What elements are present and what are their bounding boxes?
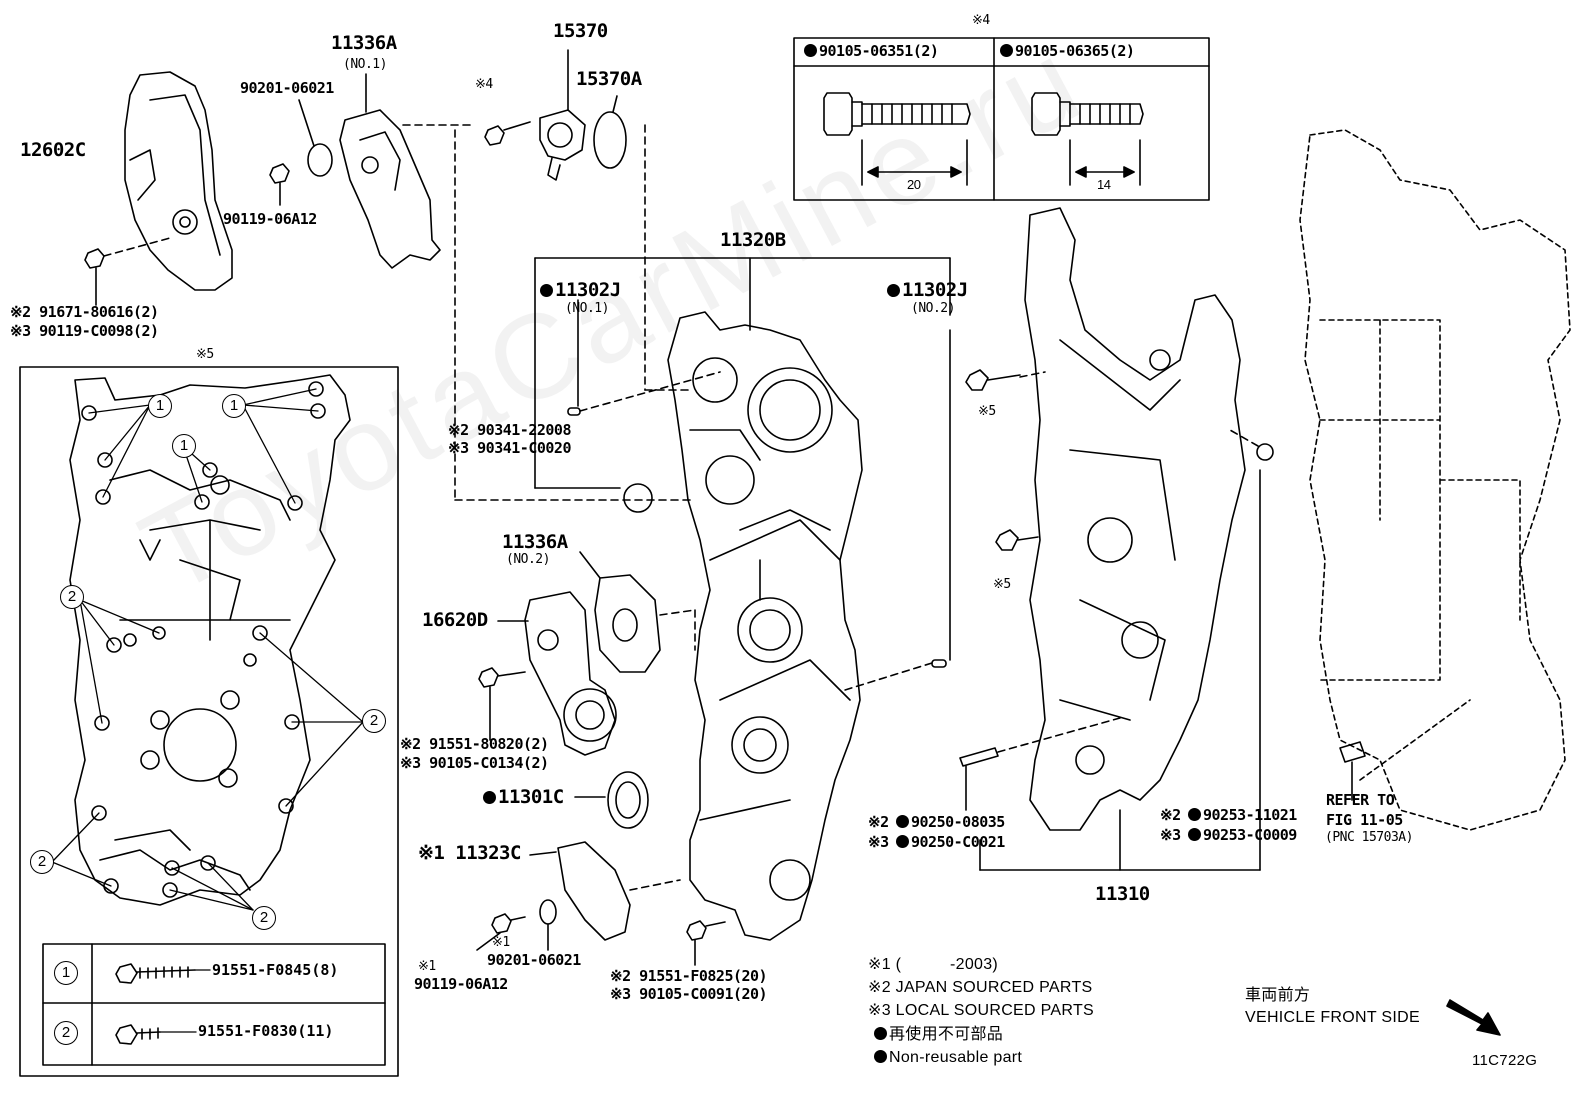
part-16620d-tensioner xyxy=(497,591,617,756)
legend-nonreuse-en: Non-reusable part xyxy=(874,1050,1022,1066)
label-note5-a: ※5 xyxy=(978,404,996,419)
label-90119-c0098: ※3 90119-C0098(2) xyxy=(10,322,159,340)
callout-1-a: 1 xyxy=(148,394,172,418)
label-90250-08035-note: ※2 xyxy=(868,813,889,831)
legend-note1-text: -2003) xyxy=(950,956,999,973)
label-11336a-no2: 11336A xyxy=(502,531,568,553)
bolt-box-note: ※4 xyxy=(972,13,990,28)
label-11302j-no1: 11302J xyxy=(540,281,621,300)
diagram-code: 11C722G xyxy=(1472,1052,1538,1069)
label-91551-f0825: ※2 91551-F0825(20) xyxy=(610,967,768,985)
label-11302j-no2: 11302J xyxy=(887,281,968,300)
pin-90250 xyxy=(959,747,999,767)
bolt-note4 xyxy=(484,125,505,146)
label-91551-80820: ※2 91551-80820(2) xyxy=(400,735,549,753)
legend-note3: ※3 LOCAL SOURCED PARTS xyxy=(868,1002,1094,1019)
table-marker-1: 1 xyxy=(54,961,78,985)
callout-2-c: 2 xyxy=(30,850,54,874)
detail-box-note: ※5 xyxy=(196,347,214,362)
label-90253-c0009: 90253-C0009 xyxy=(1188,828,1297,843)
label-15370: 15370 xyxy=(553,20,608,42)
legend-note1-mark: ※1 ( xyxy=(868,956,902,973)
label-90201-bot-note: ※1 xyxy=(492,935,510,950)
front-label-jp: 車両前方 xyxy=(1245,987,1311,1004)
label-90250-c0021-note: ※3 xyxy=(868,833,889,851)
part-12602c-cover xyxy=(124,71,233,291)
table-part-2: 91551-F0830(11) xyxy=(198,1022,334,1040)
label-90119-06a12-bot: 90119-06A12 xyxy=(414,975,508,993)
engine-block-outline xyxy=(1299,129,1571,831)
bolt-box-right-length: 14 xyxy=(1097,177,1111,192)
label-90341-c0020: ※3 90341-C0020 xyxy=(448,439,571,457)
label-pnc-15703a: (PNC 15703A) xyxy=(1325,830,1413,845)
label-11302j-no2-sub: (NO.2) xyxy=(911,301,955,316)
label-90253-11021: 90253-11021 xyxy=(1188,808,1297,823)
part-11301c-oil-seal xyxy=(574,771,649,829)
part-11336a-no1 xyxy=(339,73,441,269)
label-90119-06a12-top: 90119-06A12 xyxy=(223,210,317,228)
label-15370a: 15370A xyxy=(576,68,642,90)
label-90201-06021-bot: 90201-06021 xyxy=(487,951,581,969)
label-note5-b: ※5 xyxy=(993,577,1011,592)
label-refer-to: REFER TO xyxy=(1326,791,1395,809)
callout-2-a: 2 xyxy=(60,585,84,609)
bolt-91551-80820 xyxy=(478,667,499,688)
pin-90253 xyxy=(1256,443,1274,461)
label-90105-c0091: ※3 90105-C0091(20) xyxy=(610,985,768,1003)
bolt-note5-b xyxy=(995,529,1019,551)
plug-11302j-no1 xyxy=(623,483,653,513)
label-11310: 11310 xyxy=(1095,883,1150,905)
label-11320b: 11320B xyxy=(720,229,786,251)
bolt-box-left-length: 20 xyxy=(907,177,921,192)
bolt-length-box xyxy=(793,37,1210,201)
front-label-en: VEHICLE FRONT SIDE xyxy=(1245,1009,1420,1026)
label-11302j-no1-sub: (NO.1) xyxy=(565,301,609,316)
label-90105-c0134: ※3 90105-C0134(2) xyxy=(400,754,549,772)
part-11336a-no2 xyxy=(579,551,661,673)
part-11310-plate xyxy=(979,207,1261,871)
callout-1-c: 1 xyxy=(172,434,196,458)
small-bolts-left xyxy=(84,163,290,306)
label-11336a-no2-sub: (NO.2) xyxy=(506,552,550,567)
label-90250-08035: 90250-08035 xyxy=(896,815,1005,830)
callout-2-b: 2 xyxy=(362,709,386,733)
label-90201-06021-top: 90201-06021 xyxy=(240,79,334,97)
callout-2-d: 2 xyxy=(252,906,276,930)
table-marker-2: 2 xyxy=(54,1021,78,1045)
label-note4-bolt: ※4 xyxy=(475,77,493,92)
pin-11302j-no2 xyxy=(931,659,947,668)
label-16620d: 16620D xyxy=(422,609,488,631)
label-11336a-no1: 11336A xyxy=(331,32,397,54)
part-15370-sensor xyxy=(539,49,627,181)
detail-box xyxy=(19,366,399,1077)
bolt-note5-a xyxy=(965,369,989,391)
legend-nonreuse-jp: 再使用不可部品 xyxy=(874,1027,1003,1043)
callout-1-b: 1 xyxy=(222,394,246,418)
label-90253-c0009-note: ※3 xyxy=(1160,826,1181,844)
label-90341-22008: ※2 90341-22008 xyxy=(448,421,571,439)
table-part-1: 91551-F0845(8) xyxy=(212,961,339,979)
label-11323c: ※1 11323C xyxy=(418,842,521,864)
plug-90341 xyxy=(567,407,581,416)
label-11301c: 11301C xyxy=(483,788,564,807)
bolt-90119-bot xyxy=(491,913,512,934)
washer-90201-top xyxy=(307,143,333,177)
part-11320b-timing-cover xyxy=(534,257,951,941)
part-11323c xyxy=(529,841,681,941)
label-12602c: 12602C xyxy=(20,139,86,161)
label-90253-11021-note: ※2 xyxy=(1160,806,1181,824)
front-arrow-icon xyxy=(1446,999,1501,1036)
legend-note2: ※2 JAPAN SOURCED PARTS xyxy=(868,979,1093,996)
bolt-box-right-part: 90105-06365(2) xyxy=(1000,44,1135,59)
label-90119-bot-note: ※1 xyxy=(418,959,436,974)
washer-90201-bot xyxy=(539,899,557,925)
part-15703a xyxy=(1339,741,1366,763)
label-refer-fig: FIG 11-05 xyxy=(1326,811,1403,829)
label-90250-c0021: 90250-C0021 xyxy=(896,835,1005,850)
bolt-box-left-part: 90105-06351(2) xyxy=(804,44,939,59)
label-11336a-no1-sub: (NO.1) xyxy=(343,57,387,72)
bolt-91551-f0825 xyxy=(686,920,707,941)
label-91671-80616: ※2 91671-80616(2) xyxy=(10,303,159,321)
